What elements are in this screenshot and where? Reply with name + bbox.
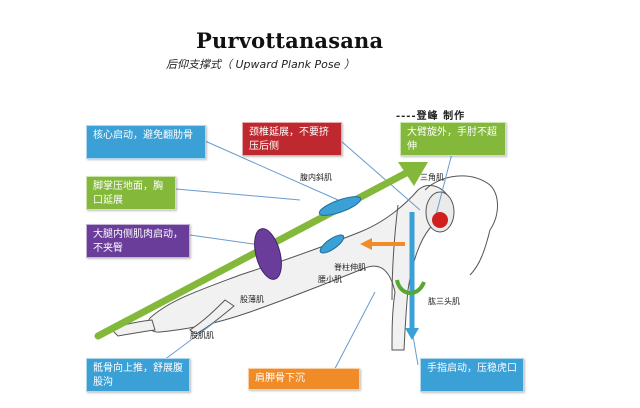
label-gracilis: 股薄肌 bbox=[240, 295, 264, 304]
connector-lines bbox=[147, 137, 457, 379]
callout-arm: 大臂旋外，手肘不超伸 bbox=[400, 122, 506, 156]
callout-soles: 脚掌压地面，胸口延展 bbox=[86, 176, 176, 210]
callout-core: 核心启动，避免翻肋骨 bbox=[86, 125, 206, 159]
callout-thigh: 大腿内侧肌肉启动，不夹臀 bbox=[86, 224, 190, 258]
callout-neck: 颈椎延展，不要挤压后侧 bbox=[242, 122, 342, 156]
label-oblique: 腹内斜肌 bbox=[300, 173, 332, 182]
psoas-marker bbox=[319, 234, 345, 254]
label-psoas: 腰小肌 bbox=[318, 275, 342, 284]
callout-fingers: 手指启动，压稳虎口 bbox=[420, 358, 524, 392]
label-vastus: 股肌肌 bbox=[190, 331, 214, 340]
page-subtitle: 后仰支撑式（ Upward Plank Pose ） bbox=[166, 58, 355, 71]
label-triceps: 肱三头肌 bbox=[428, 297, 460, 306]
label-deltoid: 三角肌 bbox=[420, 173, 444, 182]
oblique-marker bbox=[318, 196, 362, 216]
gracilis-marker bbox=[254, 228, 282, 280]
scapula-arrow bbox=[360, 238, 405, 250]
deltoid-marker bbox=[432, 212, 448, 228]
callout-scapula: 肩胛骨下沉 bbox=[248, 368, 360, 390]
triceps-marker bbox=[395, 279, 426, 295]
callout-pelvis: 骶骨向上推，舒展腹股沟 bbox=[86, 358, 190, 392]
page-title: Purvottanasana bbox=[196, 28, 384, 53]
author-credit: ----登峰 制作 bbox=[396, 111, 466, 122]
direction-arrows bbox=[405, 212, 419, 340]
label-erector: 脊柱伸肌 bbox=[334, 263, 366, 272]
